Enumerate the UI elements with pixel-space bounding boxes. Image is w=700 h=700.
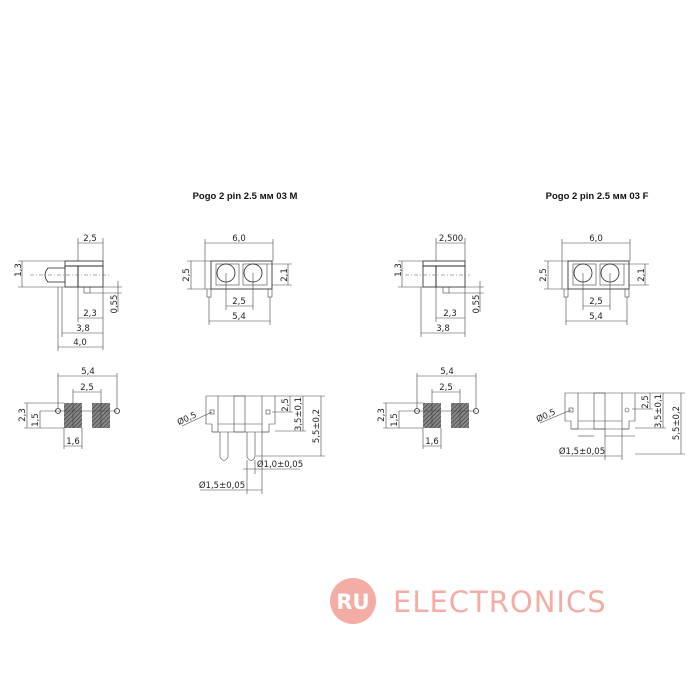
dim-male-footprint-pitch: 2,5: [80, 383, 94, 393]
dim-female-footprint-h2: 1,5: [390, 413, 400, 427]
dim-female-footprint-pitch: 2,5: [439, 383, 453, 393]
dim-female-front-width: 6,0: [589, 234, 603, 244]
watermark-logo: RU ELECTRONICS: [330, 578, 607, 624]
dim-female-footprint-span: 5,4: [440, 367, 454, 377]
title-female: Pogo 2 pin 2.5 мм 03 F: [546, 191, 649, 202]
dim-female-section-d3: 5,5±0,2: [672, 406, 682, 440]
dim-male-section-body-diameter: Ø1,5±0,05: [199, 480, 245, 491]
female-section-view: Ø0,5 2,5 3,5±0,1 5,5±0,2 Ø1,5±0,05: [534, 392, 685, 460]
dim-male-front-height: 2,5: [182, 268, 192, 282]
dim-male-front-pin-span: 5,4: [232, 312, 246, 322]
dim-male-footprint-span: 5,4: [81, 367, 95, 377]
male-footprint: 5,4 2,5 2,3 1,5 1,6: [18, 367, 120, 449]
dim-female-section-d1: 2,5: [641, 395, 651, 409]
dim-female-side-d2: 3,8: [436, 324, 450, 334]
dim-female-side-offset: 0,55: [472, 295, 482, 314]
dim-male-side-d2: 3,8: [76, 324, 90, 334]
female-side-view: 2,500 1,3 0,55 2,3 3,8: [394, 234, 484, 337]
watermark-badge-text: RU: [336, 590, 369, 614]
title-male: Pogo 2 pin 2.5 мм 03 M: [193, 191, 298, 202]
dim-male-side-height: 1,3: [14, 263, 24, 277]
dim-female-side-d1: 2,3: [443, 309, 457, 319]
female-footprint: 5,4 2,5 2,3 1,5 1,6: [377, 367, 479, 449]
watermark-text: ELECTRONICS: [393, 585, 607, 619]
dim-male-section-d2: 3,5±0,1: [294, 397, 304, 431]
dim-female-front-pin-span: 5,4: [589, 312, 603, 322]
dim-male-front-inner-height: 2,1: [280, 268, 290, 282]
dim-female-section-hole: Ø0,5: [534, 406, 557, 425]
dim-male-section-hole: Ø0,5: [175, 409, 198, 428]
dim-male-section-d1: 2,5: [281, 398, 291, 412]
dim-male-front-pitch: 2,5: [232, 297, 246, 307]
male-section-view: Ø0,5 2,5 3,5±0,1 5,5±0,2 Ø1,0±0,05 Ø1,5±…: [175, 395, 325, 494]
watermark-badge: [330, 578, 376, 624]
dim-female-side-height: 1,3: [394, 263, 404, 277]
dim-female-footprint-h1: 2,3: [377, 408, 387, 422]
dim-female-front-pitch: 2,5: [589, 297, 603, 307]
dim-male-footprint-h1: 2,3: [18, 408, 28, 422]
dim-male-section-d3: 5,5±0,2: [312, 409, 322, 443]
dim-female-front-inner-height: 2,1: [637, 268, 647, 282]
dim-female-front-height: 2,5: [539, 268, 549, 282]
male-front-view: 6,0 2,5 2,1 2,5 5,4: [182, 234, 292, 325]
dim-female-section-d2: 3,5±0,1: [654, 394, 664, 428]
dim-male-side-d1: 2,3: [83, 309, 97, 319]
male-side-view: 2,5 1,3 0,55 2,3 3,8 4,0: [14, 234, 122, 351]
dim-male-footprint-pad: 1,6: [66, 437, 80, 447]
dim-male-side-top: 2,5: [83, 234, 97, 244]
dim-female-section-body-diameter: Ø1,5±0,05: [559, 446, 605, 457]
female-front-view: 6,0 2,5 2,1 2,5 5,4: [539, 234, 649, 325]
dim-male-front-width: 6,0: [232, 234, 246, 244]
dim-male-side-d3: 4,0: [73, 338, 87, 348]
dim-female-side-top: 2,500: [439, 234, 463, 244]
dim-male-footprint-h2: 1,5: [31, 413, 41, 427]
dim-male-section-pin-diameter: Ø1,0±0,05: [257, 459, 303, 470]
dim-female-footprint-pad: 1,6: [425, 437, 439, 447]
dim-male-side-offset: 0,55: [110, 295, 120, 314]
